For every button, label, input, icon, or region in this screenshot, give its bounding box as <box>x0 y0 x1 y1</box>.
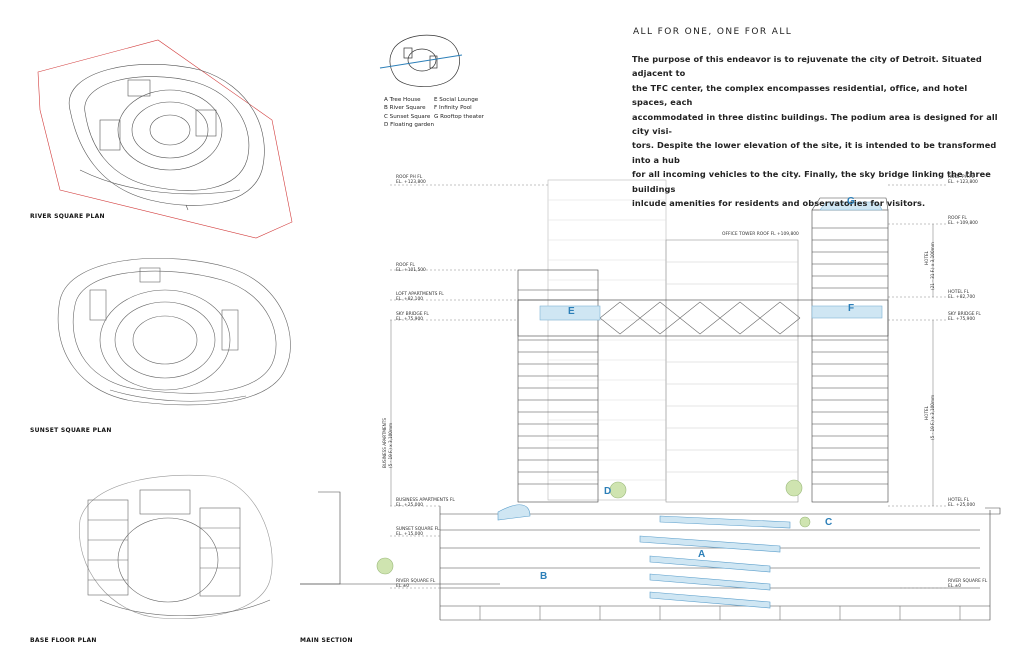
level-elevation: EL. +123,800 <box>396 180 426 186</box>
base-floor-plan-caption: BASE FLOOR PLAN <box>30 637 97 644</box>
level-name: ROOF PH FL <box>948 175 975 180</box>
legend-item: A Tree House <box>384 97 421 103</box>
page-title: ALL FOR ONE, ONE FOR ALL <box>633 27 793 37</box>
base-floor-plan-drawing <box>79 474 273 619</box>
business-apartments-label: BUSINESS APARTMENTS <box>382 417 387 468</box>
level-name: HOTEL FL <box>948 498 970 503</box>
zone-label-a: A <box>698 549 706 560</box>
legend-column-left: A Tree House B River Square C Sunset Squ… <box>384 96 434 130</box>
level-elevation: EL. +75,900 <box>396 317 424 323</box>
level-elevation: EL. +25,000 <box>948 503 976 509</box>
legend-item: B River Square <box>384 105 426 112</box>
description-line: The purpose of this endeavor is to rejuv… <box>632 54 982 79</box>
river-square-plan-caption: RIVER SQUARE PLAN <box>30 213 105 220</box>
description: The purpose of this endeavor is to rejuv… <box>632 52 1000 210</box>
description-line: the TFC center, the complex encompasses … <box>632 82 968 108</box>
main-section-caption: MAIN SECTION <box>300 637 353 644</box>
level-name: ROOF FL <box>396 263 415 268</box>
main-section-drawing <box>300 179 1001 621</box>
level-elevation: EL. +15,000 <box>396 532 424 538</box>
legend-column-right: E Social Lounge F Infinity Pool G Roofto… <box>434 96 484 121</box>
level-elevation: EL. +123,800 <box>948 180 978 186</box>
level-name: SKY BRIDGE FL <box>396 312 429 317</box>
legend-item: E Social Lounge <box>434 97 479 103</box>
legend-item: C Sunset Square <box>384 113 431 120</box>
zone-label-b: B <box>540 571 548 582</box>
level-elevation: EL. +101,500 <box>396 268 426 274</box>
level-name: ROOF FL <box>948 216 967 221</box>
level-name: ROOF PH FL <box>396 175 423 180</box>
description-line: inlcude amenities for residents and obse… <box>632 198 926 209</box>
description-line: accommodated in three distinc buildings.… <box>632 111 998 137</box>
hotel-upper-label: HOTEL <box>924 251 929 265</box>
level-elevation: EL.±0 <box>396 584 410 590</box>
river-square-plan-drawing <box>37 39 293 239</box>
description-line: for all incoming vehicles to the city. F… <box>632 169 991 194</box>
zone-label-c: C <box>825 517 833 528</box>
hotel-lower-label: HOTEL <box>924 406 929 420</box>
zone-label-e: E <box>568 306 575 317</box>
sunset-square-plan-drawing <box>57 257 291 406</box>
level-name: SKY BRIDGE FL <box>948 312 981 317</box>
hotel-lower-floors-label: (5 - 19 F.) x 3,100mm <box>930 394 935 440</box>
level-elevation: EL. +109,800 <box>948 221 978 227</box>
level-name: SUNSET SQUARE FL <box>396 527 440 532</box>
zone-label-f: F <box>848 303 855 314</box>
description-line: tors. Despite the lower elevation of the… <box>632 140 997 165</box>
business-floors-label: (5 - 19 F.) x 3,100mm <box>388 422 393 468</box>
office-roof-label: OFFICE TOWER ROOF FL +109,800 <box>722 232 799 237</box>
level-name: BUSINESS APARTMENTS FL <box>396 498 455 503</box>
level-elevation: EL. +82,100 <box>396 297 424 303</box>
level-name: RIVER SQUARE FL <box>396 579 436 584</box>
level-elevation: EL. +75,900 <box>948 317 976 323</box>
zone-label-d: D <box>604 486 612 497</box>
level-elevation: EL. +82,700 <box>948 295 976 301</box>
legend-item: F Infinity Pool <box>434 105 472 112</box>
level-name: LOFT APARTMENTS FL <box>396 292 444 297</box>
level-name: RIVER SQUARE FL <box>948 579 988 584</box>
legend-item: D Floating garden <box>384 122 435 129</box>
level-name: HOTEL FL <box>948 290 970 295</box>
legend-item: G Rooftop theater <box>434 113 484 120</box>
zone-label-g: G <box>847 196 855 207</box>
sunset-square-plan-caption: SUNSET SQUARE PLAN <box>30 427 112 434</box>
level-elevation: EL. +25,000 <box>396 503 424 509</box>
level-elevation: EL.±0 <box>948 584 962 590</box>
hotel-upper-floors-label: (21 - 31 F.) x 3,100mm <box>930 242 935 290</box>
key-plan-drawing <box>379 34 463 87</box>
